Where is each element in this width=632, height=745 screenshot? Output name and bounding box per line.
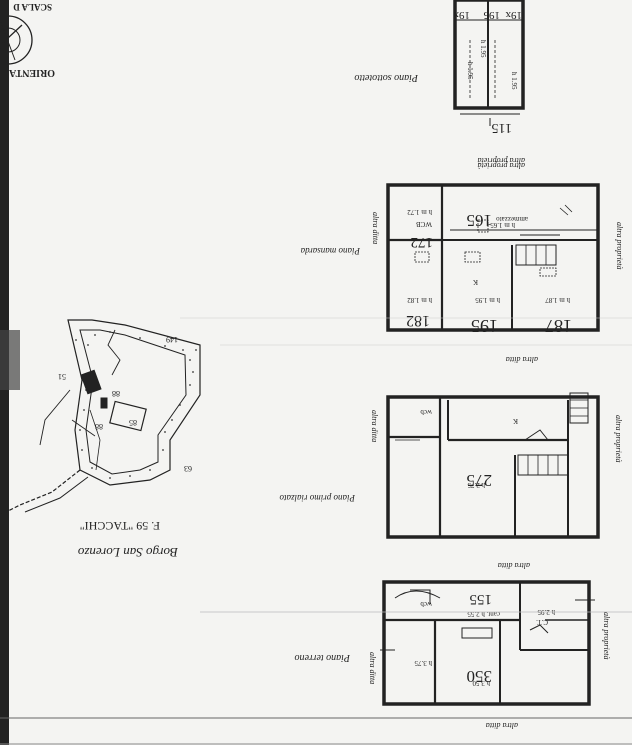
attic-dim-187: 187 [545, 316, 572, 336]
first-k: K [513, 417, 518, 425]
first-dim-275: 275 [467, 471, 493, 490]
floor-first-side-3: altra proprietà [614, 415, 623, 462]
ground-h350: h 3.50 [472, 679, 490, 687]
floor-plan-first [386, 392, 600, 539]
orientation-label: ORIENTA [8, 67, 55, 78]
ground-dim-350: 350 [467, 667, 493, 686]
parcel-63: 63 [184, 464, 192, 473]
floor-loft-texts: 115 19x 195 19x h 1.95 h 1.95 h 1.95 [453, 9, 522, 135]
attic-h182: h m 1.82 [407, 296, 432, 304]
floor-attic-side-2: altra ditta [506, 355, 538, 364]
parcel-labels: 85 88 88 149 63 51 [58, 335, 192, 473]
floor-loft-title: Piano sottotetto [354, 72, 419, 83]
floor-ground-side-2: altra ditta [486, 721, 518, 730]
loft-19x-a: 19x [453, 9, 470, 21]
floor-first-side-2: altra ditta [498, 561, 530, 570]
loft-19x-b: 19x [505, 9, 522, 21]
attic-h172: h m 1.72 [407, 208, 432, 216]
ground-h375: h 3.75 [414, 659, 432, 667]
attic-k: K [473, 278, 478, 286]
floor-attic-side-1: altra ditta [371, 212, 380, 244]
ground-dim-155: 155 [470, 591, 493, 607]
floor-first-side-1: altra ditta [370, 410, 379, 442]
attic-dim-165: 165 [467, 211, 493, 230]
site-sheet-ref: F. 59 "TACCHI" [80, 519, 160, 533]
attic-ammezzato: ammezzato [496, 215, 528, 223]
loft-dim-115: 115 [492, 120, 512, 135]
attic-dim-195: 195 [471, 316, 498, 336]
site-plan [0, 319, 201, 516]
floor-ground-title: Piano terreno [295, 652, 351, 663]
parcel-88a: 88 [95, 422, 103, 431]
ground-ct: C.T. [536, 618, 548, 626]
parcel-88b: 88 [112, 389, 120, 398]
attic-wcb: WCB [416, 220, 432, 228]
parcel-51: 51 [58, 372, 66, 381]
loft-h195-c: h 1.95 [510, 72, 518, 90]
first-h275: h 2.75 [467, 481, 485, 489]
scale-label: SCALA D [13, 2, 52, 12]
parcel-149: 149 [166, 335, 178, 344]
orientation-rose [0, 15, 33, 65]
floor-attic-side-3: altra proprietà [615, 222, 624, 269]
attic-h187: h m 1.87 [545, 296, 570, 304]
floor-attic-texts: 187 h m 1.87 195 h m 1.95 182 h m 1.82 1… [406, 208, 572, 336]
scan-shadow [0, 330, 20, 390]
floor-first-title: Piano primo rialzato [279, 493, 356, 503]
loft-195: 195 [483, 9, 500, 21]
loft-h195-b: h 1.95 [479, 40, 487, 58]
attic-dim-172: 172 [411, 234, 434, 250]
floor-plan-loft [453, 0, 525, 126]
site-caption: Borgo San Lorenzo [77, 545, 178, 560]
attic-h195: h m 1.95 [475, 296, 500, 304]
attic-h165: h m 1.65 [490, 221, 515, 229]
floor-plan-ground [380, 580, 595, 706]
floor-ground-side-3: altra proprietà [602, 612, 611, 659]
ground-cantina: cant. h 2.55 [467, 610, 500, 618]
loft-h195-a: h 1.95 [466, 62, 474, 80]
parcel-85: 85 [129, 418, 137, 427]
floor-attic-side-4: altra proprietà [478, 161, 525, 170]
ground-wcb: wcb [420, 600, 432, 608]
floor-ground-side-1: altra ditta [368, 652, 377, 684]
first-wcb: wcb [420, 408, 432, 416]
floor-first-texts: 275 h 2.75 wcb K [420, 408, 518, 490]
floor-plan-attic [386, 183, 600, 332]
attic-dim-182: 182 [406, 312, 430, 329]
floor-attic-title: Piano mansarda [300, 246, 361, 256]
floor-loft-side-1: altra proprietà [478, 156, 525, 165]
